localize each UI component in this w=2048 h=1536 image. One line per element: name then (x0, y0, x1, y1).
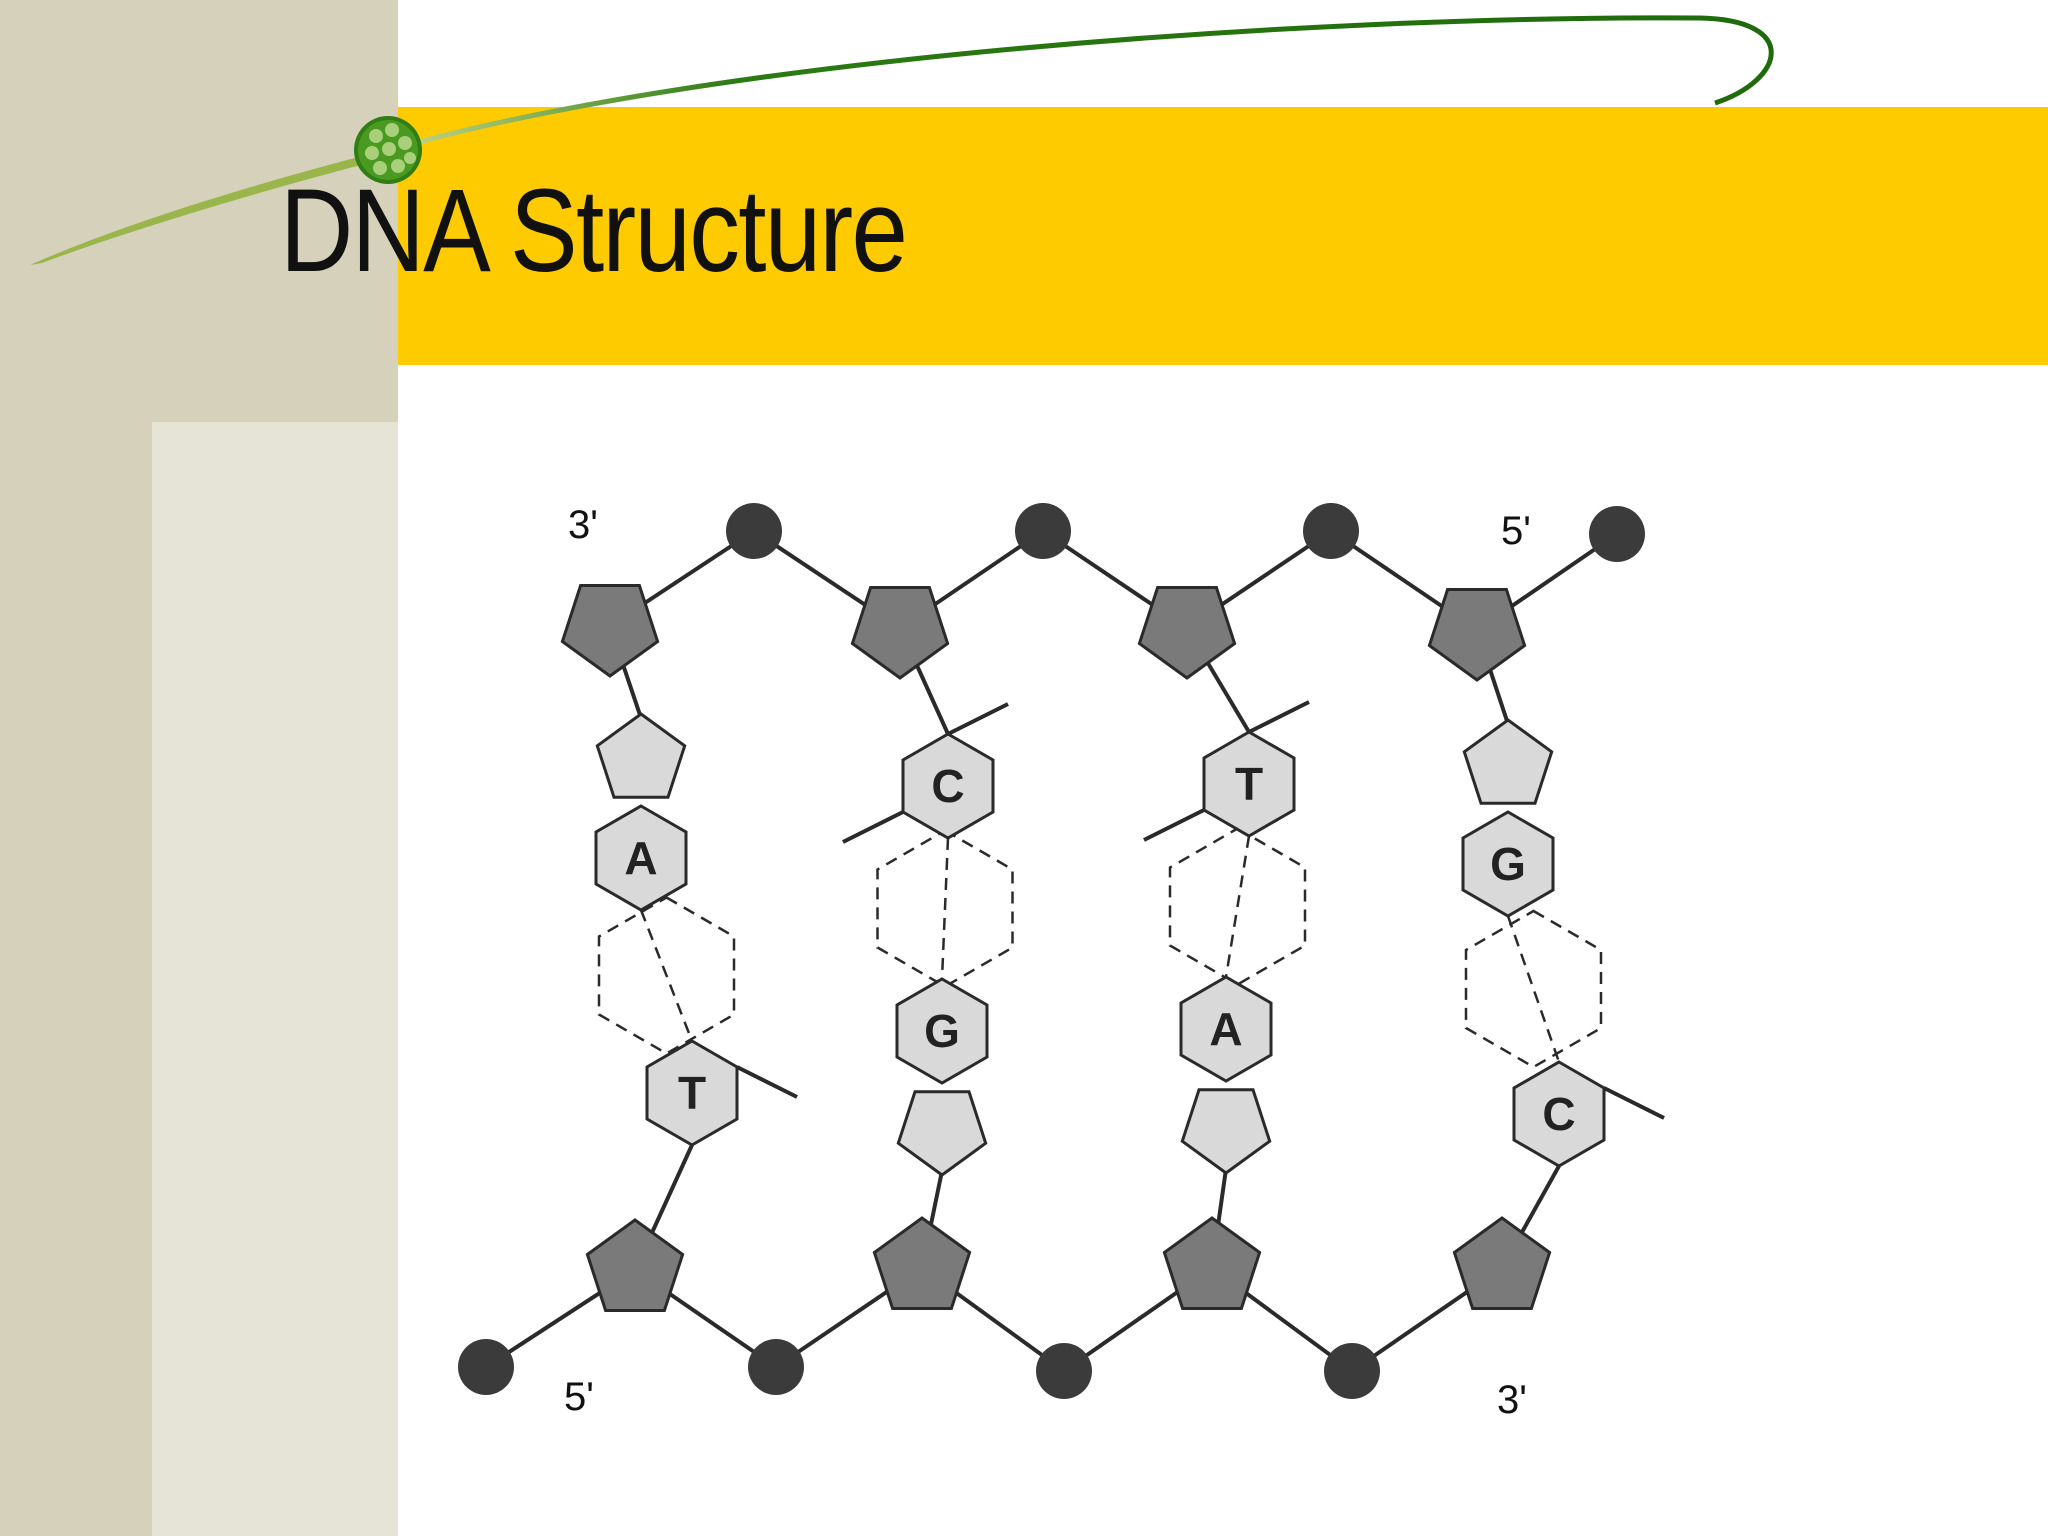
phosphate-top-1 (726, 503, 782, 559)
hydrogen-bond-frame-2 (876, 829, 1014, 988)
hydrogen-bond-2 (940, 837, 950, 980)
hydrogen-bond-3 (1224, 835, 1251, 978)
base-label-top-4: G (1490, 838, 1526, 890)
hydrogen-bond-1 (639, 909, 694, 1042)
base-ring5-bottom-3 (1180, 1088, 1272, 1175)
base-ring6-bottom-2 (895, 977, 989, 1085)
base-substituent-bond (947, 702, 1009, 736)
base-ring6-top-1 (594, 804, 688, 912)
sugar-bottom-1 (585, 1218, 685, 1312)
swoosh-upper (389, 15, 1774, 153)
base-label-top-2: C (931, 760, 964, 812)
hydrogen-bond-4 (1506, 915, 1561, 1063)
phosphate-bottom-4 (1324, 1343, 1380, 1399)
sugar-top-1 (560, 584, 660, 678)
base-label-bottom-4: C (1542, 1088, 1575, 1140)
cell-cluster-icon (354, 116, 422, 184)
base-ring6-top-4 (1461, 810, 1555, 918)
left-band-inner (152, 422, 398, 1536)
strand-end-bottom-right: 3' (1497, 1378, 1527, 1422)
base-ring6-bottom-1 (645, 1039, 739, 1147)
strand-end-top-right: 5' (1501, 509, 1531, 553)
base-label-top-3: T (1235, 758, 1263, 810)
sugar-top-2 (850, 586, 950, 680)
title-bar (398, 107, 2048, 365)
phosphate-top-3 (1303, 503, 1359, 559)
base-label-bottom-1: T (678, 1067, 706, 1119)
slide-title: DNA Structure (280, 165, 908, 297)
hydrogen-bond-frame-1 (597, 896, 736, 1055)
base-ring6-bottom-3 (1179, 975, 1273, 1083)
sugar-bottom-4 (1452, 1216, 1552, 1310)
base-label-bottom-2: G (924, 1005, 960, 1057)
base-ring6-bottom-4 (1512, 1060, 1606, 1168)
base-substituent-bond (1143, 808, 1205, 842)
phosphate-bottom-2 (748, 1339, 804, 1395)
hydrogen-bond-frame-3 (1168, 827, 1307, 986)
sugar-top-4 (1427, 588, 1527, 682)
base-substituent-bond (736, 1065, 798, 1099)
hydrogen-bond-frame-4 (1464, 909, 1603, 1069)
phosphate-bottom-1 (458, 1339, 514, 1395)
phosphate-top-4 (1589, 506, 1645, 562)
swoosh-decoration (30, 15, 1774, 265)
base-ring6-top-3 (1202, 730, 1296, 838)
sugar-top-3 (1137, 586, 1237, 680)
base-ring5-top-4 (1462, 718, 1554, 805)
base-substituent-bond (842, 810, 904, 844)
sugar-bottom-3 (1162, 1216, 1262, 1310)
strand-end-bottom-left: 5' (564, 1375, 594, 1419)
base-label-bottom-3: A (1209, 1003, 1242, 1055)
phosphate-bottom-3 (1036, 1343, 1092, 1399)
base-ring5-bottom-2 (896, 1090, 988, 1177)
swoosh-lower (30, 150, 388, 265)
base-ring5-top-1 (595, 712, 687, 799)
base-ring6-top-2 (901, 732, 995, 840)
base-label-top-1: A (624, 832, 657, 884)
base-substituent-bond (1603, 1086, 1665, 1120)
base-substituent-bond (1248, 700, 1310, 734)
sugar-bottom-2 (872, 1216, 972, 1310)
strand-end-top-left: 3' (568, 503, 598, 547)
phosphate-top-2 (1015, 503, 1071, 559)
